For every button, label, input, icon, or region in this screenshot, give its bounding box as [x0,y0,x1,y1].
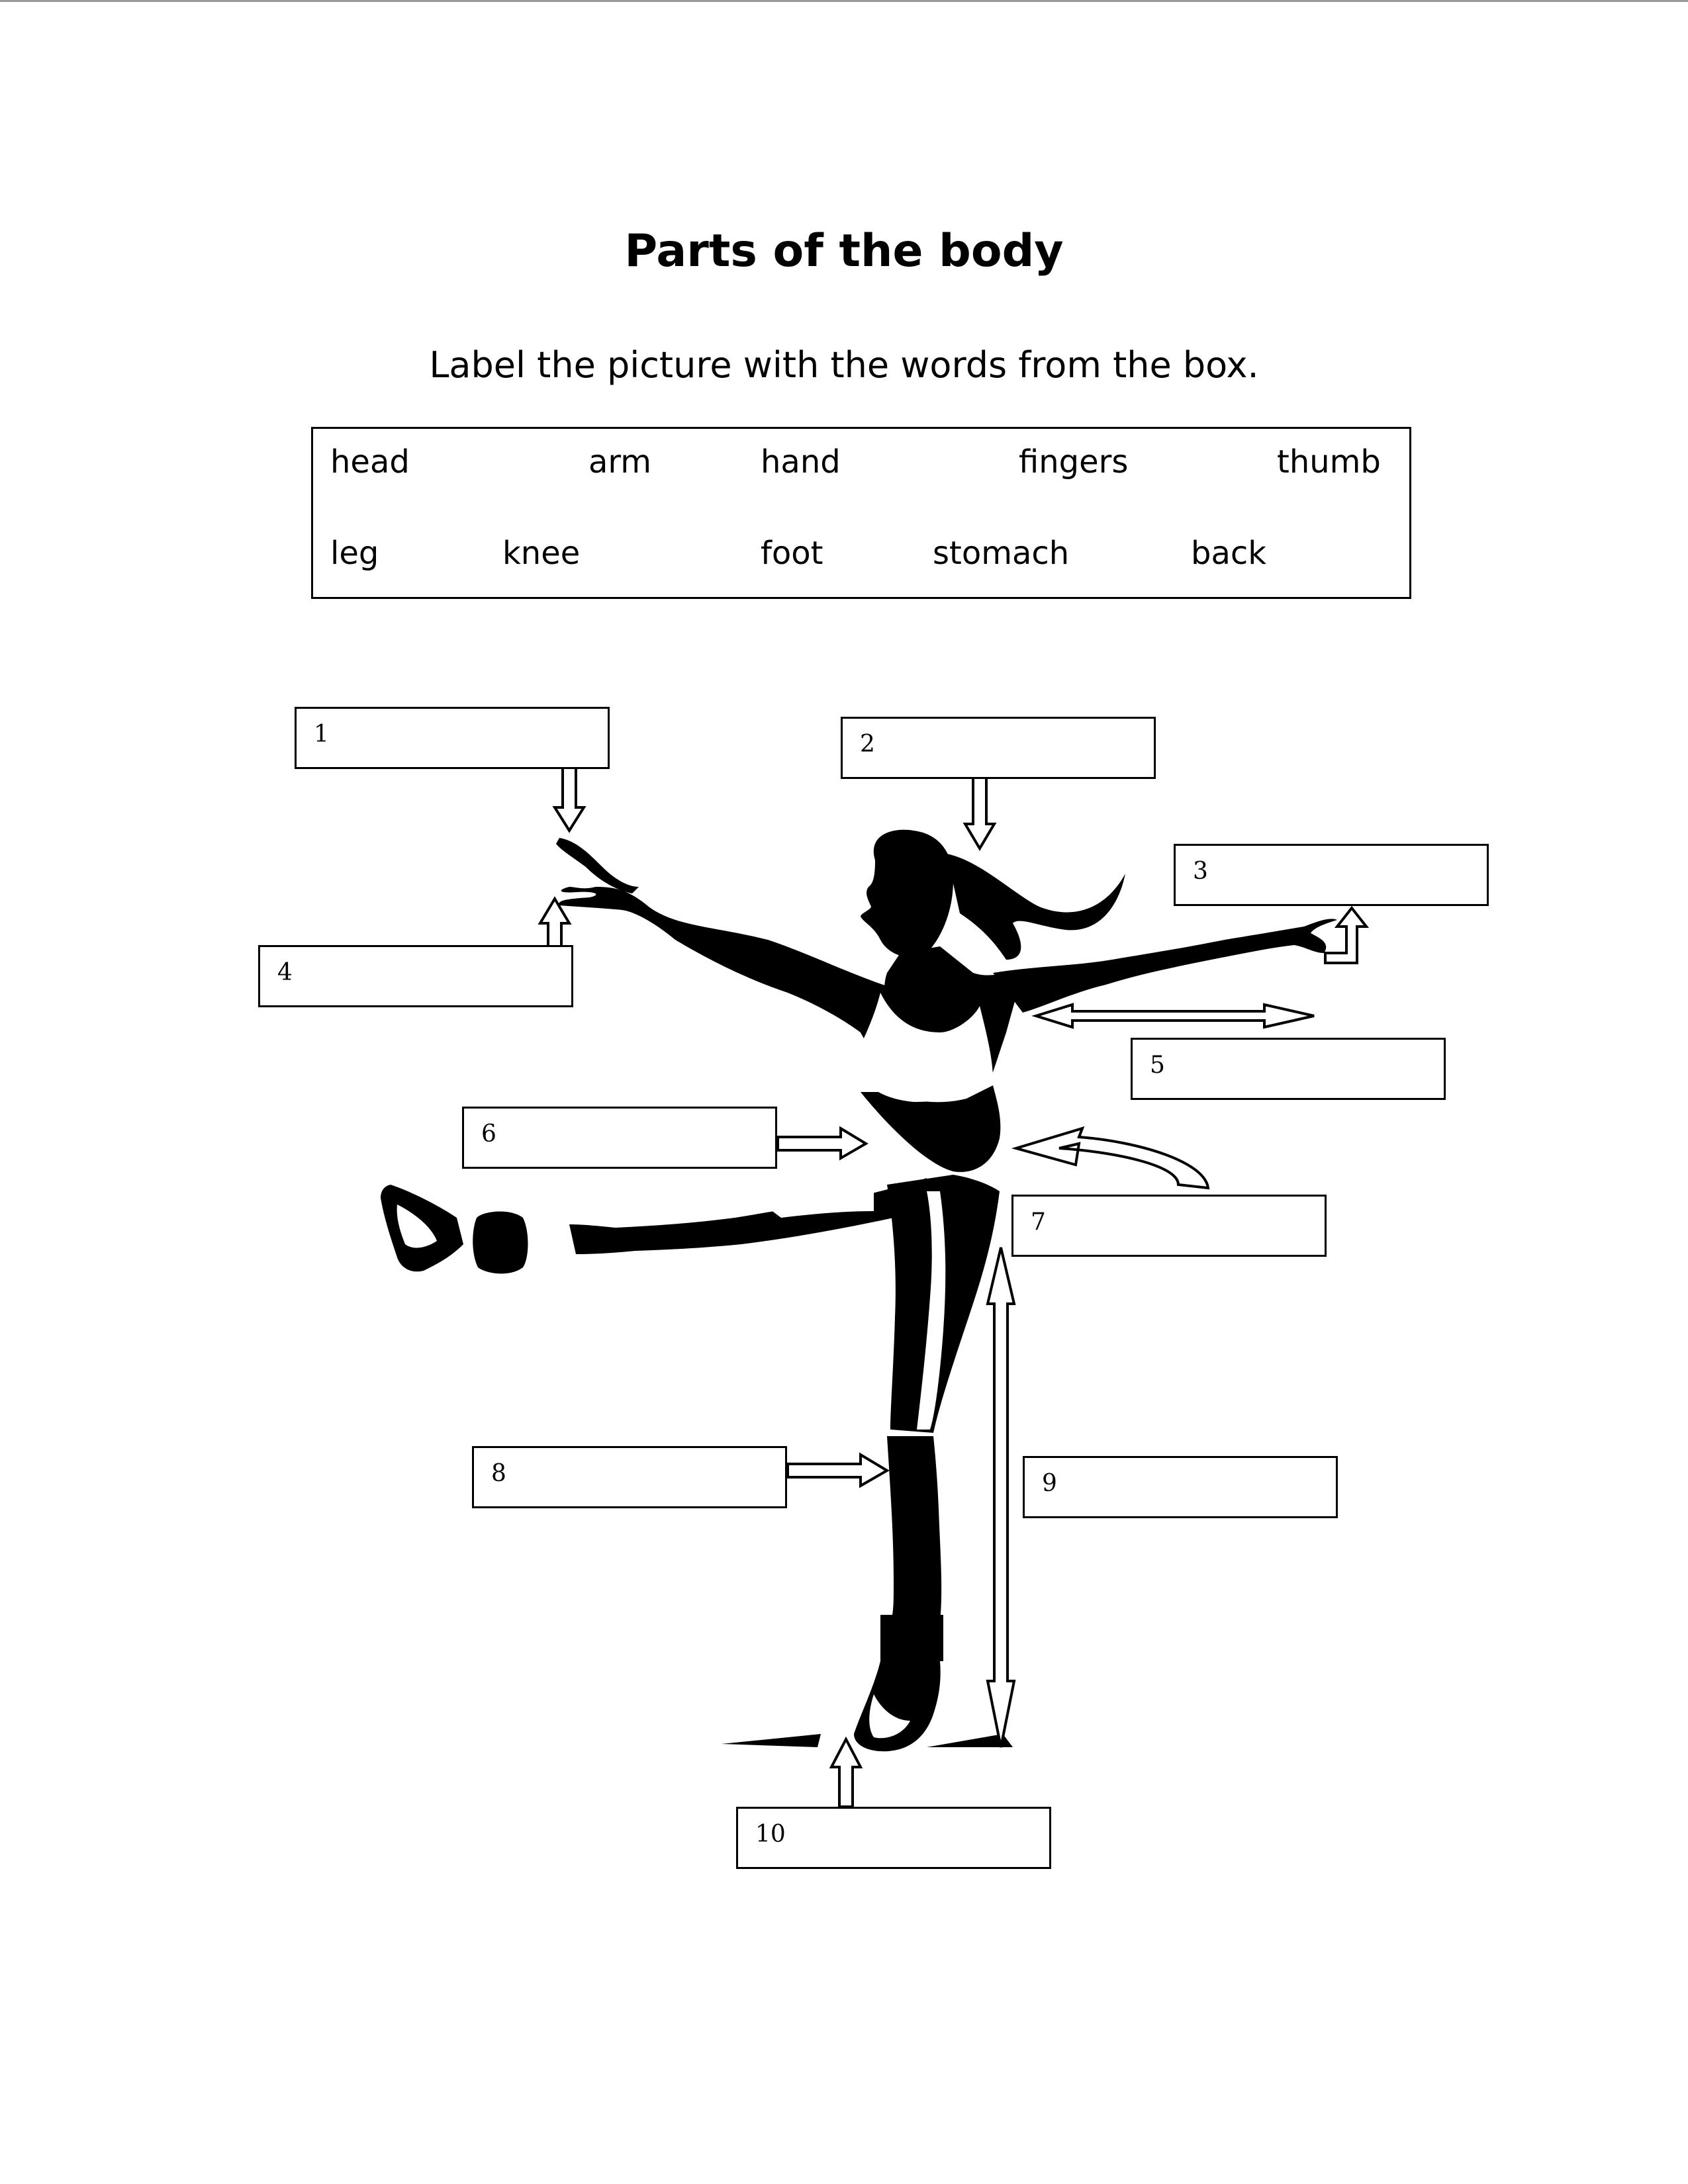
arrow-1 [552,766,586,833]
arrow-4 [538,896,572,948]
label-number: 8 [491,1460,506,1487]
arrow-7 [1011,1126,1210,1190]
label-number: 7 [1031,1208,1046,1236]
label-number: 1 [314,721,329,748]
shoe-highlight [869,1694,910,1739]
arrow-6 [776,1126,868,1161]
word-bank-item: knee [502,535,581,572]
leggings-highlight [917,1191,946,1430]
silhouette-left-hand [556,838,639,893]
word-bank-item: arm [588,443,652,480]
label-box-2[interactable]: 2 [841,717,1156,779]
word-bank-item: back [1191,535,1267,572]
word-bank-item: stomach [933,535,1070,572]
label-box-3[interactable]: 3 [1174,844,1489,906]
silhouette-left-arm [559,887,887,1052]
sports-top [854,993,993,1102]
word-bank-item: fingers [1019,443,1129,480]
page-title: Parts of the body [624,225,1064,277]
silhouette-raised-leg [569,1178,927,1254]
silhouette-ponytail [947,854,1125,960]
label-number: 3 [1193,858,1208,885]
label-box-10[interactable]: 10 [736,1807,1051,1869]
word-bank-item: foot [761,535,823,572]
label-box-8[interactable]: 8 [472,1446,787,1508]
label-box-7[interactable]: 7 [1011,1195,1327,1257]
label-number: 9 [1042,1470,1057,1497]
silhouette-right-arm [993,919,1337,1013]
word-bank-item: head [330,443,410,480]
word-bank-item: leg [330,535,379,572]
word-bank-box: head arm hand fingers thumb leg knee foo… [311,427,1411,599]
silhouette-head [861,829,953,958]
arrow-8 [786,1452,890,1488]
label-number: 2 [860,731,875,758]
silhouette-standing-foot [854,1661,941,1752]
label-box-1[interactable]: 1 [295,707,610,769]
silhouette-torso [884,946,1023,1072]
leggings-highlight [768,1191,874,1218]
label-number: 5 [1150,1052,1165,1079]
arrow-5 [1031,1003,1315,1029]
label-box-5[interactable]: 5 [1131,1038,1446,1100]
arrow-10 [829,1736,863,1808]
word-bank-item: hand [761,443,841,480]
silhouette-knee-band [473,1211,528,1274]
ground-shadow-left [722,1734,821,1747]
label-box-4[interactable]: 4 [258,945,573,1007]
ground-shadow-right [927,1734,1013,1747]
silhouette-hips [861,1085,1001,1172]
silhouette-lower-leg [887,1436,942,1621]
label-number: 10 [755,1821,786,1848]
arrow-3 [1324,905,1370,964]
scan-edge-line [0,0,1688,2]
word-bank-item: thumb [1277,443,1381,480]
shoe-highlight [397,1205,437,1248]
arrow-2 [962,776,997,851]
label-box-9[interactable]: 9 [1023,1456,1338,1518]
label-box-6[interactable]: 6 [462,1107,777,1169]
arrow-9 [986,1247,1016,1748]
label-number: 4 [277,959,293,986]
instruction-text: Label the picture with the words from th… [429,344,1259,386]
silhouette-ankle-band [880,1615,943,1661]
label-number: 6 [481,1120,496,1148]
